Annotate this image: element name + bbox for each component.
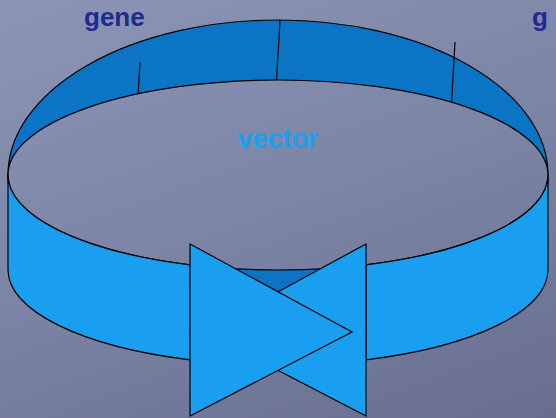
arrow-head: [190, 244, 352, 416]
gene-label: g: [532, 2, 548, 33]
gene-label: gene: [84, 2, 145, 33]
ring-front-right: [366, 175, 548, 360]
ring-hole: [8, 80, 548, 270]
band-divider: [451, 42, 455, 112]
ring-label: vector: [0, 124, 556, 155]
ring-front-left: [8, 175, 190, 360]
